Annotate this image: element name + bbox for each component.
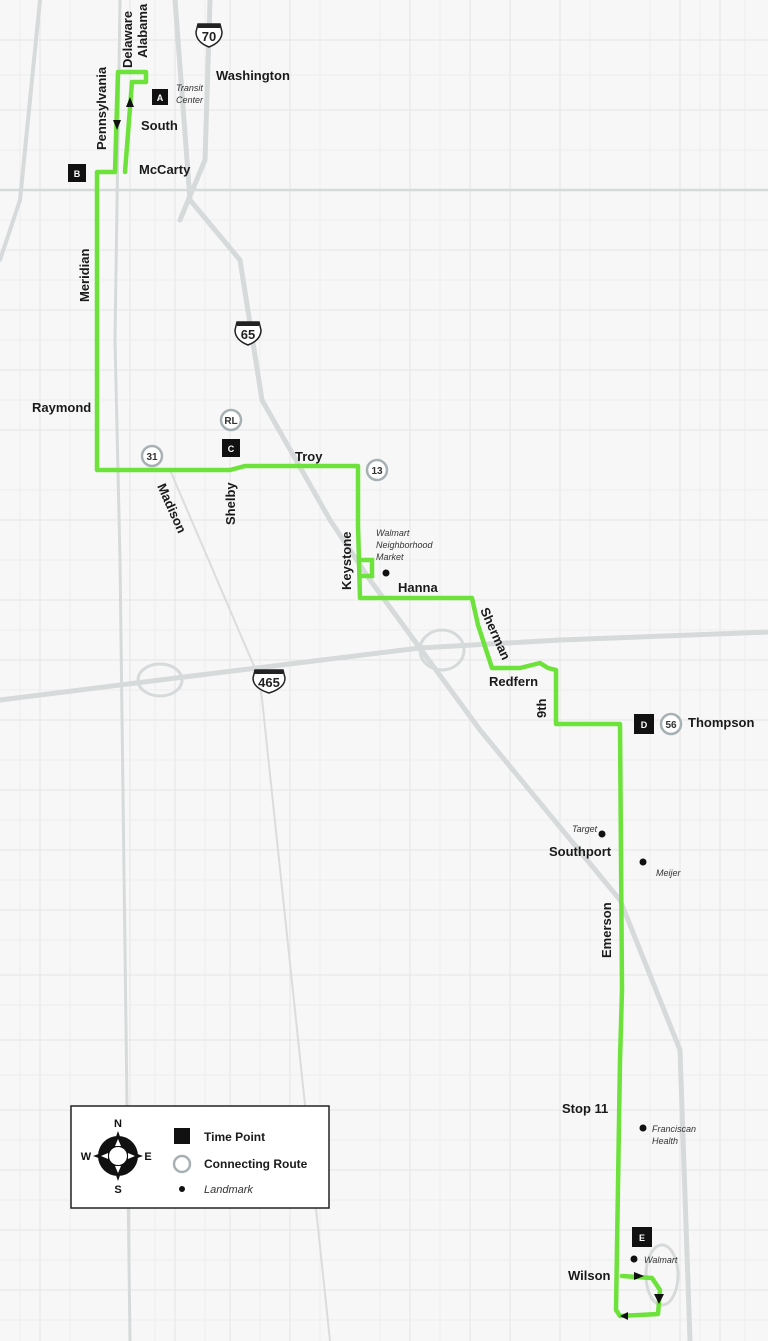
svg-text:13: 13 [371, 466, 383, 477]
legend-time-point-label: Time Point [204, 1130, 265, 1144]
interstate-70-shield: 70 [195, 23, 223, 48]
street-thompson: Thompson [688, 715, 754, 730]
street-9th: 9th [534, 698, 549, 718]
arrow-east-icon [634, 1272, 644, 1280]
time-point-e-label: E [639, 1233, 645, 1243]
time-point-b-label: B [74, 169, 81, 179]
time-point-d-label: D [641, 720, 648, 730]
street-mccarty: McCarty [139, 162, 191, 177]
legend-landmark-icon [179, 1186, 185, 1192]
street-hanna: Hanna [398, 580, 439, 595]
street-redfern: Redfern [489, 674, 538, 689]
svg-text:Center: Center [176, 95, 204, 105]
svg-text:Franciscan: Franciscan [652, 1124, 696, 1134]
landmark-target: Target [572, 824, 606, 838]
arrow-north-icon [126, 97, 134, 107]
compass-east: E [144, 1151, 151, 1163]
street-delaware: Delaware [120, 11, 135, 68]
time-point-c: C [222, 439, 240, 457]
svg-text:Meijer: Meijer [656, 868, 682, 878]
compass-west: W [81, 1151, 92, 1163]
street-shelby: Shelby [223, 482, 238, 525]
time-point-b: B [68, 164, 86, 182]
svg-text:RL: RL [224, 416, 237, 427]
landmark-walmart: Walmart [630, 1255, 678, 1265]
svg-text:56: 56 [665, 720, 677, 731]
time-point-a-label: A [157, 93, 164, 103]
street-keystone: Keystone [339, 531, 354, 590]
interchange-465-east [418, 628, 680, 1307]
connecting-route-56: 56 [659, 712, 683, 736]
interstate-65-number: 65 [241, 327, 255, 342]
street-wilson: Wilson [568, 1268, 611, 1283]
landmark-franciscan-health: Franciscan Health [639, 1124, 696, 1146]
street-south: South [141, 118, 178, 133]
connecting-route-rl: RL [219, 408, 243, 432]
svg-text:Market: Market [376, 552, 404, 562]
street-washington: Washington [216, 68, 290, 83]
svg-text:Transit: Transit [176, 83, 203, 93]
landmark-transit-center: Transit Center [176, 83, 204, 105]
legend-time-point-icon [174, 1128, 190, 1144]
street-troy: Troy [295, 449, 323, 464]
compass-south: S [114, 1184, 121, 1196]
arrow-west-icon [620, 1312, 628, 1320]
connecting-route-31: 31 [140, 444, 164, 468]
time-point-d: D [634, 714, 654, 734]
svg-text:Target: Target [572, 824, 598, 834]
street-southport: Southport [549, 844, 612, 859]
interstate-465-shield: 465 [252, 669, 286, 694]
time-point-c-label: C [228, 444, 235, 454]
interstate-70-number: 70 [202, 29, 216, 44]
legend-connecting-route-icon [172, 1154, 192, 1174]
interstate-65-shield: 65 [234, 321, 262, 346]
street-alabama: Alabama [135, 3, 150, 58]
svg-text:31: 31 [146, 452, 158, 463]
time-point-e: E [632, 1227, 652, 1247]
street-stop-11: Stop 11 [562, 1101, 608, 1116]
street-pennsylvania: Pennsylvania [94, 66, 109, 150]
connecting-route-13: 13 [365, 458, 389, 482]
route-direction-arrows [113, 97, 664, 1320]
legend: N S E W Time Point Connecting Route Land… [70, 1105, 330, 1209]
time-point-a: A [152, 89, 168, 105]
compass-north: N [114, 1118, 122, 1130]
legend-landmark-label: Landmark [204, 1184, 253, 1196]
arrow-south-icon [654, 1294, 664, 1304]
compass-icon [93, 1131, 143, 1181]
landmark-meijer: Meijer [639, 858, 682, 878]
interstate-465-number: 465 [258, 675, 280, 690]
arrow-south-icon [113, 120, 121, 130]
street-labels: Delaware Alabama Pennsylvania Washington… [32, 3, 754, 1283]
legend-connecting-route-label: Connecting Route [204, 1157, 308, 1171]
bus-route-line [94, 69, 663, 1319]
street-raymond: Raymond [32, 400, 91, 415]
interchange-465-west [136, 662, 184, 698]
svg-text:Walmart: Walmart [644, 1255, 678, 1265]
svg-text:Walmart: Walmart [376, 528, 410, 538]
svg-text:Health: Health [652, 1136, 678, 1146]
svg-text:Neighborhood: Neighborhood [376, 540, 434, 550]
landmark-walmart-neighborhood-market: Walmart Neighborhood Market [376, 528, 434, 577]
street-emerson: Emerson [599, 902, 614, 958]
street-meridian: Meridian [77, 248, 92, 302]
